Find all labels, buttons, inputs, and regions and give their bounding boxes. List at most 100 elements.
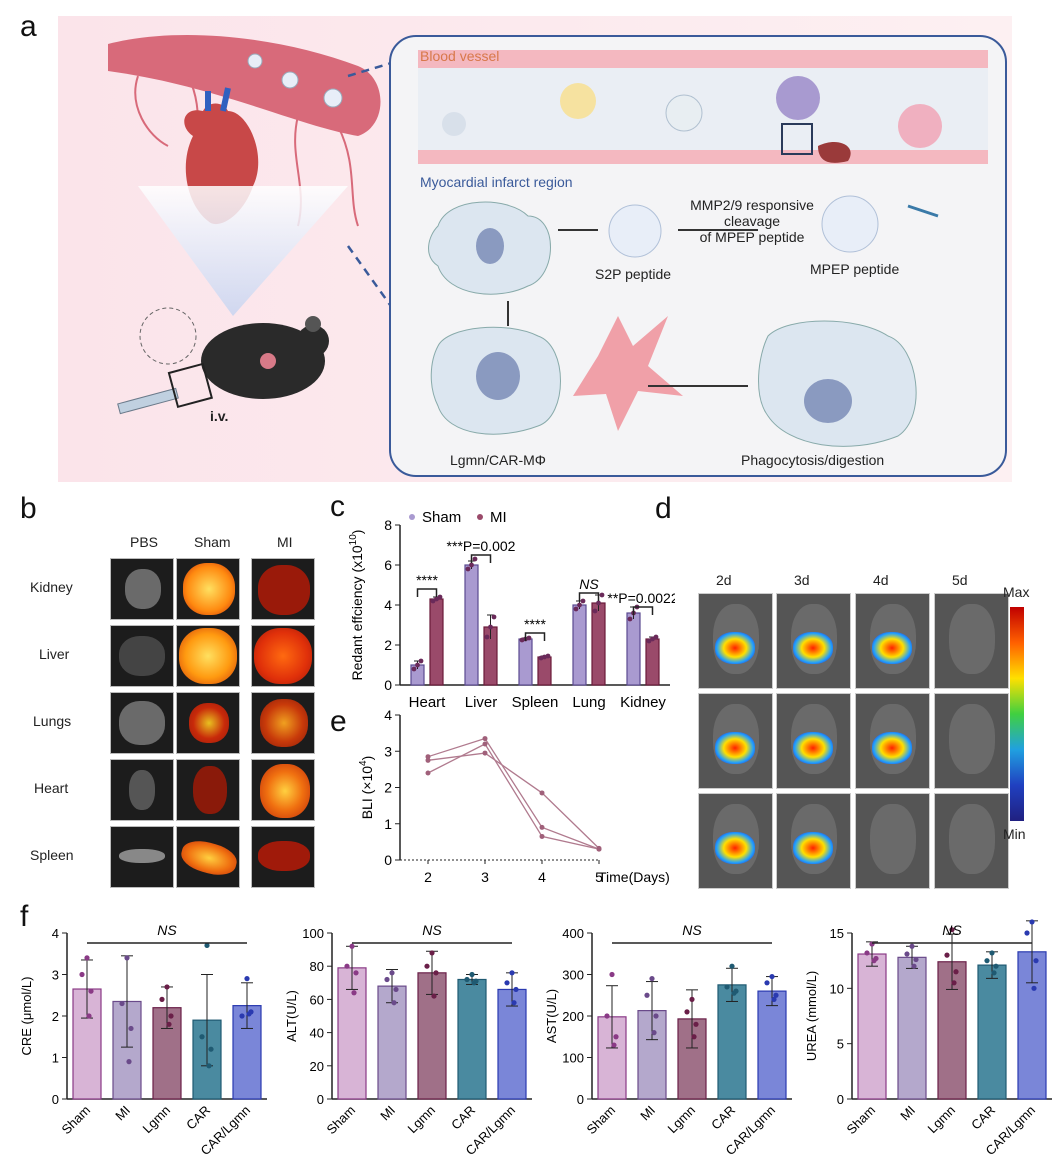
- e-data-point: [596, 846, 602, 852]
- particle-callout-circle: [139, 307, 197, 365]
- mouse-heart-icon: [260, 353, 276, 369]
- c-y-tick-label: 0: [384, 677, 392, 693]
- f2-x-tick-label: Sham: [323, 1103, 358, 1138]
- col-header-pbs: PBS: [130, 534, 159, 550]
- color-scale-bar: [1010, 607, 1024, 821]
- c-x-tick-label: Kidney: [620, 694, 666, 711]
- f3-y-tick-label: 100: [562, 1051, 584, 1066]
- bli-image-3d-3: [776, 793, 851, 889]
- lgmn-car-label: Lgmn/CAR-MΦ: [450, 452, 546, 468]
- f3-data-point: [731, 990, 737, 996]
- f2-data-point: [353, 970, 359, 976]
- e-y-tick-label: 1: [384, 816, 392, 832]
- f4-data-point: [989, 950, 995, 956]
- mmp-line-1: MMP2/9 responsive: [690, 197, 814, 213]
- f4-x-tick-label: Lgmn: [925, 1103, 959, 1137]
- bli-signal: [715, 732, 755, 764]
- scissors-icon: [907, 204, 939, 218]
- e-y-tick-label: 3: [384, 743, 392, 759]
- c-annotation: **P=0.0022: [607, 590, 675, 606]
- f1-data-point: [86, 1013, 92, 1019]
- f2-data-point: [431, 993, 437, 999]
- f3-data-point: [649, 976, 655, 982]
- col-header-2d: 2d: [716, 572, 732, 588]
- image-mi-spleen: [251, 826, 315, 888]
- mouse-silhouette: [949, 604, 995, 674]
- f2-x-tick-label: MI: [377, 1103, 398, 1124]
- f1-x-tick-label: Sham: [58, 1103, 93, 1138]
- image-pbs-kidney: [110, 558, 174, 620]
- e-x-axis-label: Time(Days): [598, 869, 670, 885]
- e-data-point: [482, 750, 488, 756]
- col-header-sham: Sham: [194, 534, 231, 550]
- f1-data-point: [199, 1034, 205, 1040]
- f2-y-axis-label: ALT(U/L): [284, 990, 299, 1042]
- phagocytosis-label: Phagocytosis/digestion: [741, 452, 885, 468]
- f1-data-point: [166, 1021, 172, 1027]
- heart-vessels-icon: [205, 87, 231, 112]
- f3-bar: [757, 990, 787, 1100]
- f1-x-tick-label: MI: [112, 1103, 133, 1124]
- bli-signal: [793, 732, 833, 764]
- endothelium-bottom: [418, 150, 988, 164]
- c-data-point: [469, 562, 474, 568]
- f3-y-axis-label: AST(U/L): [544, 989, 559, 1043]
- f3-data-point: [611, 1042, 617, 1048]
- neutrophil-icon: [560, 83, 596, 119]
- f3-data-point: [729, 963, 735, 969]
- mouse-silhouette: [949, 704, 995, 774]
- f4-data-point: [871, 958, 877, 964]
- c-data-point: [627, 616, 633, 622]
- f1-data-point: [208, 1046, 214, 1052]
- bli-signal: [793, 832, 833, 864]
- mpep-label: MPEP peptide: [810, 261, 900, 277]
- c-data-point: [526, 635, 532, 641]
- f3-data-point: [771, 996, 777, 1002]
- vessel-shape: [108, 35, 381, 136]
- f2-y-tick-label: 20: [310, 1059, 324, 1074]
- f2-data-point: [384, 976, 390, 983]
- f2-x-tick-label: CAR: [448, 1103, 478, 1133]
- iv-label: i.v.: [210, 408, 229, 424]
- f3-bar: [717, 984, 747, 1100]
- bli-signal: [715, 832, 755, 864]
- f1-data-point: [168, 1013, 174, 1019]
- c-bar: [591, 602, 606, 686]
- bli-image-3d-1: [776, 593, 851, 689]
- image-sham-liver: [176, 625, 240, 687]
- fibroblast-icon: [573, 316, 683, 431]
- f1-y-axis-label: CRE (μmol/L): [19, 977, 34, 1056]
- bli-image-2d-3: [698, 793, 773, 889]
- f1-data-point: [159, 996, 165, 1002]
- row-label-lungs: Lungs: [33, 713, 72, 729]
- f3-data-point: [604, 1013, 610, 1019]
- f3-data-point: [651, 1030, 657, 1036]
- c-data-point: [580, 598, 586, 604]
- bli-signal: [872, 732, 912, 764]
- c-data-point: [592, 608, 598, 614]
- c-data-point: [418, 658, 424, 664]
- f2-y-tick-label: 60: [310, 992, 324, 1007]
- f1-data-point: [88, 988, 94, 994]
- f4-ns-label: NS: [942, 922, 962, 938]
- c-data-point: [653, 634, 659, 640]
- f3-y-tick-label: 400: [562, 926, 584, 941]
- panel-label-e: e: [330, 705, 347, 738]
- image-mi-liver: [251, 625, 315, 687]
- infarct-region-label: Myocardial infarct region: [420, 174, 573, 190]
- scale-max-label: Max: [1003, 584, 1030, 600]
- e-y-tick-label: 4: [384, 707, 392, 723]
- focus-box: [781, 123, 813, 155]
- f3-data-point: [684, 1009, 690, 1015]
- f3-data-point: [773, 992, 779, 998]
- f1-x-tick-label: Lgmn: [140, 1103, 174, 1137]
- f2-data-point: [393, 986, 399, 993]
- c-annotation: ****: [416, 572, 438, 588]
- f3-x-tick-label: MI: [637, 1103, 658, 1124]
- f1-data-point: [124, 955, 130, 961]
- f2-data-point: [344, 963, 350, 969]
- image-sham-lungs: [176, 692, 240, 754]
- bli-image-4d-2: [855, 693, 930, 789]
- c-bar: [645, 638, 660, 686]
- image-mi-lungs: [251, 692, 315, 754]
